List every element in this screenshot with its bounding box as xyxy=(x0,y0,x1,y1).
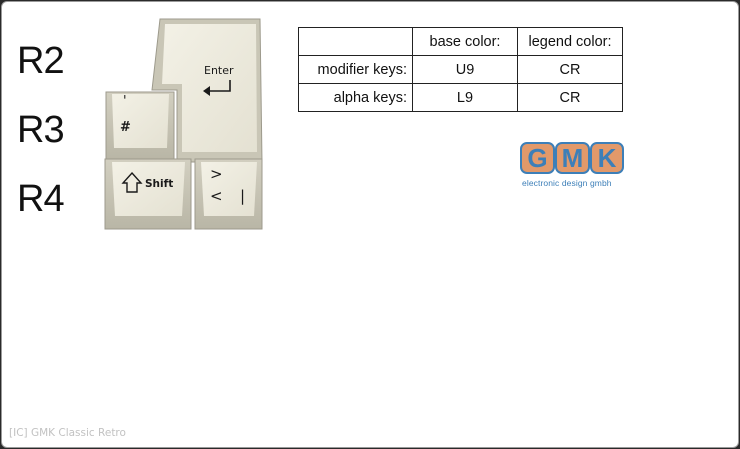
angle-bottom-right-legend: | xyxy=(240,187,245,205)
table-cell: modifier keys: xyxy=(298,55,413,84)
enter-legend: Enter xyxy=(204,64,234,77)
logo-letter-k: K xyxy=(598,143,617,173)
hash-top-legend: ' xyxy=(123,94,127,109)
row-label-r2: R2 xyxy=(17,40,65,82)
angle-top-legend: > xyxy=(210,165,223,183)
shift-key: Shift xyxy=(104,158,192,230)
logo-letter-m: M xyxy=(562,143,584,173)
table-row: alpha keys: L9 CR xyxy=(298,83,623,112)
table-cell: alpha keys: xyxy=(298,83,413,112)
color-table: base color: legend color: modifier keys:… xyxy=(298,27,623,112)
angle-key: > < | xyxy=(194,158,263,230)
table-header-cell: legend color: xyxy=(517,27,623,56)
table-cell: U9 xyxy=(412,55,518,84)
table-header-cell xyxy=(298,27,413,56)
return-arrow-head-icon xyxy=(203,86,210,96)
hash-bottom-legend: # xyxy=(120,120,131,135)
row-label-r3: R3 xyxy=(17,109,65,151)
gmk-logo: G M K xyxy=(520,142,624,174)
shift-legend: Shift xyxy=(145,178,173,190)
table-cell: CR xyxy=(517,83,623,112)
table-row: modifier keys: U9 CR xyxy=(298,55,623,84)
table-header-row: base color: legend color: xyxy=(298,27,623,56)
return-arrow-icon xyxy=(209,80,231,92)
table-header-cell: base color: xyxy=(412,27,518,56)
row-label-r4: R4 xyxy=(17,178,65,220)
shift-arrow-icon xyxy=(121,171,143,193)
angle-bottom-left-legend: < xyxy=(210,187,223,205)
table-cell: L9 xyxy=(412,83,518,112)
hash-key: ' # xyxy=(105,91,175,160)
logo-subtitle: electronic design gmbh xyxy=(522,178,612,188)
image-caption: [IC] GMK Classic Retro xyxy=(9,427,126,439)
keycap-illustration: Enter ' # Shift > < | xyxy=(104,18,263,230)
logo-letter-g: G xyxy=(527,143,547,173)
table-cell: CR xyxy=(517,55,623,84)
